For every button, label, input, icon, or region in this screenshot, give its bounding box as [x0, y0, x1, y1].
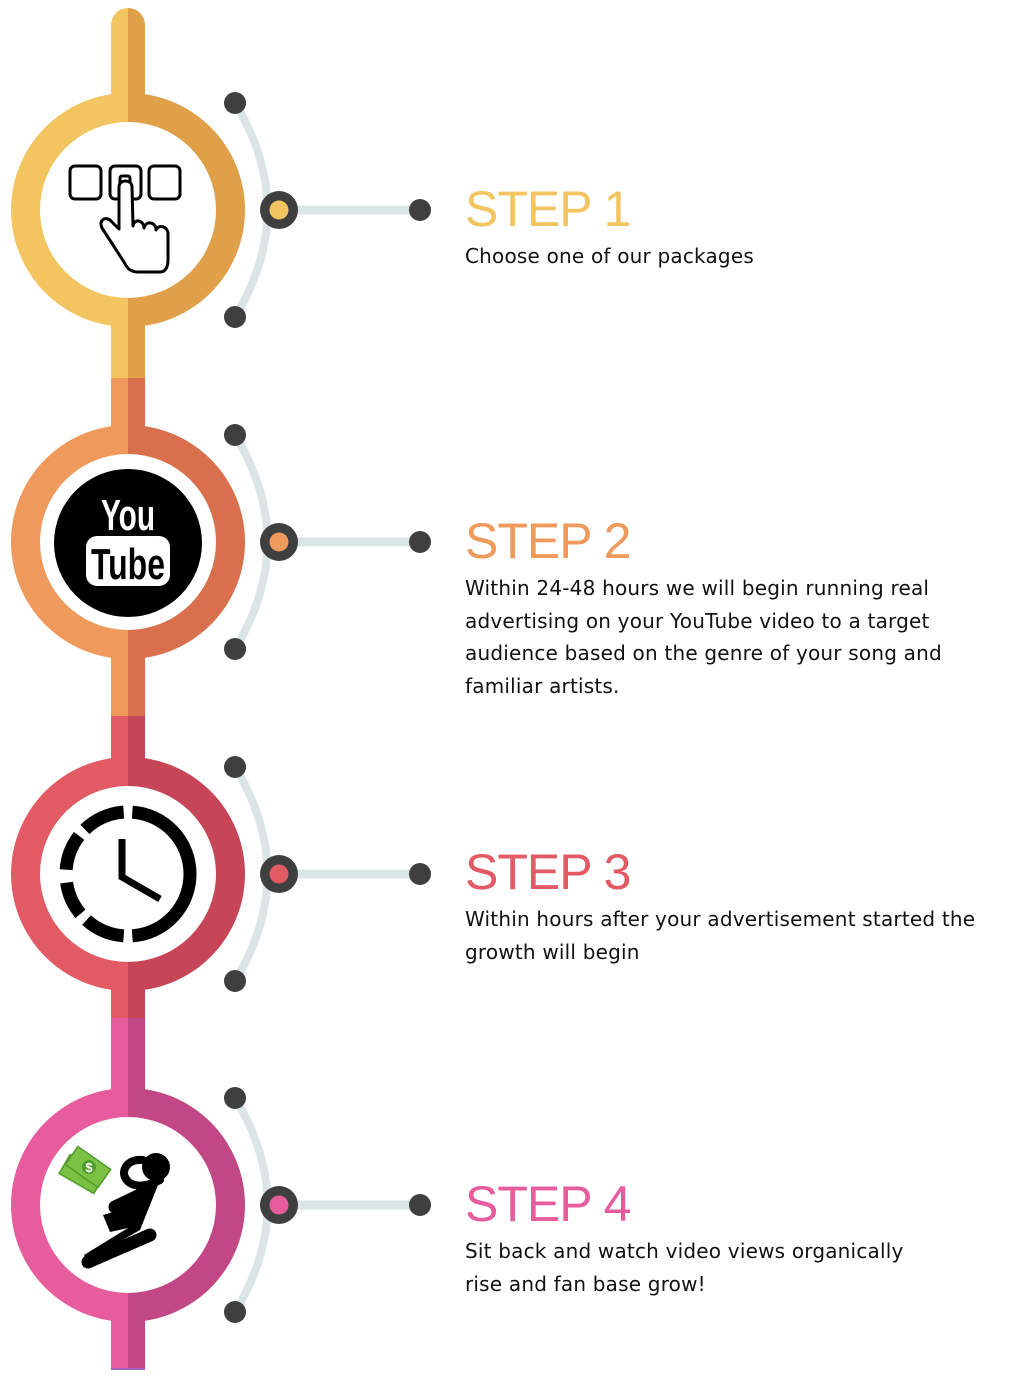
- money-bill-seal: [82, 1160, 96, 1174]
- step-4-title: STEP 4: [465, 1176, 631, 1232]
- step-4-connector: [224, 1087, 431, 1323]
- step-3-text: STEP 3 Within hours after your advertise…: [465, 847, 975, 968]
- youtube-tube-text: Tube: [91, 540, 165, 589]
- clock-icon: [59, 805, 197, 943]
- connector-hub-center: [269, 864, 289, 884]
- connector-dot-end: [409, 863, 431, 885]
- connector-dot-top: [224, 92, 246, 114]
- dollar-sign: $: [85, 1160, 93, 1175]
- button-square-3: [147, 164, 182, 201]
- person-thigh: [108, 1188, 147, 1214]
- step-2-text: STEP 2 Within 24-48 hours we will begin …: [465, 516, 942, 702]
- connector-dot-bottom: [224, 970, 246, 992]
- step-3-ring: [11, 757, 245, 991]
- hand-pressing-button-icon: [68, 164, 182, 274]
- step-2-description: Within 24-48 hours we will begin running…: [465, 572, 942, 702]
- clock-arc-top-left: [80, 805, 125, 835]
- youtube-you-text: You: [101, 491, 155, 540]
- step-4-text: STEP 4 Sit back and watch video views or…: [465, 1179, 904, 1300]
- person-head: [142, 1153, 170, 1181]
- step-1-connector: [224, 92, 431, 328]
- step-2-title: STEP 2: [465, 513, 631, 569]
- clock-arc-left-lower: [60, 881, 86, 919]
- clock-hands: [118, 839, 162, 903]
- youtube-tube-box: [86, 536, 170, 586]
- hand-shape: [99, 179, 170, 274]
- step-1-line-1: Choose one of our packages: [465, 244, 754, 268]
- connector-dot-bottom: [224, 306, 246, 328]
- spine-end-line: [111, 1368, 145, 1370]
- connector-dot-top: [224, 756, 246, 778]
- step-4-line-1: Sit back and watch video views organical…: [465, 1239, 904, 1263]
- connector-dot-end: [409, 199, 431, 221]
- connector-dot-end: [409, 1194, 431, 1216]
- person-body: [84, 1183, 158, 1262]
- step-3-line-2: growth will begin: [465, 939, 640, 964]
- clock-arc-bottom-left: [82, 915, 125, 943]
- step-4-line-2: rise and fan base grow!: [465, 1271, 706, 1296]
- connector-dot-bottom: [224, 638, 246, 660]
- step-2-line-3: audience based on the genre of your song…: [465, 641, 942, 665]
- step-1-title: STEP 1: [465, 181, 631, 237]
- connector-dot-top: [224, 424, 246, 446]
- step-2-line-4: familiar artists.: [465, 673, 620, 698]
- step-4-node: $: [11, 1087, 431, 1323]
- step-3-connector: [224, 756, 431, 992]
- clock-arc-right: [131, 805, 197, 943]
- step-2-line-1: Within 24-48 hours we will begin running…: [465, 576, 930, 600]
- step-2-connector: [224, 424, 431, 660]
- connector-dot-top: [224, 1087, 246, 1109]
- step-2-line-2: advertising on your YouTube video to a t…: [465, 608, 930, 633]
- person-leg: [81, 1228, 157, 1269]
- relaxing-person-with-money-icon: $: [58, 1145, 170, 1269]
- connector-hub-center: [269, 532, 289, 552]
- step-3-node: [11, 756, 431, 992]
- clock-arc-left-upper: [59, 831, 85, 871]
- step-1-description: Choose one of our packages: [465, 240, 754, 273]
- money-bills-icon: $: [58, 1145, 112, 1195]
- connector-hub-center: [269, 1195, 289, 1215]
- button-square-1: [68, 164, 103, 201]
- relaxing-person: [81, 1153, 170, 1269]
- step-1-text: STEP 1 Choose one of our packages: [465, 184, 754, 273]
- connector-dot-bottom: [224, 1301, 246, 1323]
- step-3-title: STEP 3: [465, 844, 631, 900]
- connector-hub-center: [269, 200, 289, 220]
- step-4-description: Sit back and watch video views organical…: [465, 1235, 904, 1300]
- timeline-nodes: YouTube $: [11, 92, 431, 1323]
- connector-dot-end: [409, 531, 431, 553]
- step-2-node: YouTube: [11, 424, 431, 660]
- step-3-line-1: Within hours after your advertisement st…: [465, 907, 976, 931]
- step-1-node: [11, 92, 431, 328]
- youtube-logo-icon: YouTube: [54, 469, 202, 617]
- step-3-description: Within hours after your advertisement st…: [465, 903, 975, 968]
